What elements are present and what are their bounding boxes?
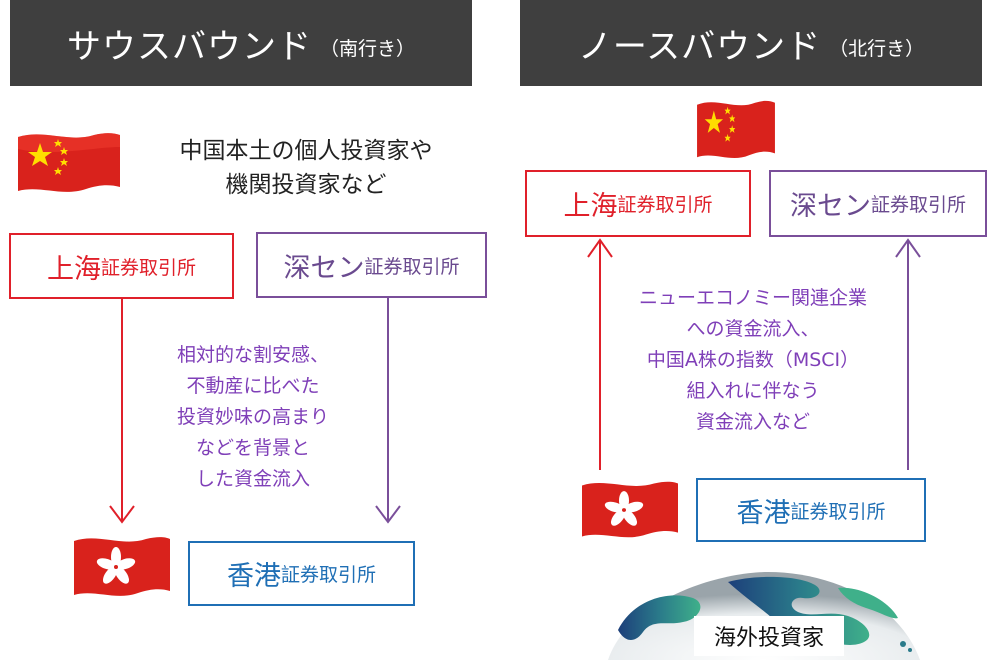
note-line: への資金流入、 bbox=[686, 318, 820, 340]
left-shanghai-exchange-box: 上海証券取引所 bbox=[9, 233, 234, 299]
southbound-reason-note: 相対的な割安感、 不動産に比べた 投資妙味の高まり などを背景と した資金流入 bbox=[140, 340, 366, 495]
right-shenzhen-exchange-box: 深セン証券取引所 bbox=[769, 170, 987, 237]
note-line: 中国A株の指数（MSCI） bbox=[646, 349, 860, 371]
shenzhen-name: 深セン bbox=[789, 191, 871, 222]
hongkong-flag-icon bbox=[74, 537, 170, 596]
exchange-suffix: 証券取引所 bbox=[790, 500, 886, 523]
exchange-suffix: 証券取引所 bbox=[100, 256, 196, 279]
southbound-header: サウスバウンド （南行き） bbox=[10, 0, 472, 86]
overseas-investors-label: 海外投資家 bbox=[694, 616, 844, 656]
northbound-header: ノースバウンド （北行き） bbox=[520, 0, 982, 86]
investor-line-2: 機関投資家など bbox=[225, 172, 387, 198]
right-hongkong-exchange-box: 香港証券取引所 bbox=[696, 478, 926, 542]
hongkong-flag-icon bbox=[582, 481, 678, 538]
note-line: した資金流入 bbox=[195, 468, 310, 490]
arrow-hongkong-to-shenzhen bbox=[895, 238, 921, 470]
southbound-title: サウスバウンド bbox=[66, 26, 312, 67]
note-line: 資金流入など bbox=[695, 411, 810, 433]
investor-line-1: 中国本土の個人投資家や bbox=[179, 138, 433, 164]
shenzhen-name: 深セン bbox=[283, 252, 365, 284]
northbound-subtitle: （北行き） bbox=[829, 37, 925, 60]
exchange-suffix: 証券取引所 bbox=[280, 564, 376, 586]
arrow-shanghai-to-hongkong bbox=[109, 299, 135, 524]
mainland-investors-label: 中国本土の個人投資家や 機関投資家など bbox=[136, 134, 476, 202]
arrow-hongkong-to-shanghai bbox=[587, 238, 613, 470]
exchange-suffix: 証券取引所 bbox=[617, 194, 713, 216]
shanghai-name: 上海 bbox=[563, 191, 618, 222]
china-flag-icon bbox=[697, 100, 775, 159]
china-flag-icon bbox=[18, 133, 120, 192]
exchange-suffix: 証券取引所 bbox=[364, 255, 460, 278]
note-line: 組入れに伴なう bbox=[686, 380, 820, 402]
shanghai-name: 上海 bbox=[46, 253, 101, 285]
left-shenzhen-exchange-box: 深セン証券取引所 bbox=[256, 232, 487, 298]
northbound-reason-note: ニューエコノミー関連企業 への資金流入、 中国A株の指数（MSCI） 組入れに伴… bbox=[612, 283, 894, 438]
left-hongkong-exchange-box: 香港証券取引所 bbox=[188, 541, 415, 606]
note-line: 不動産に比べた bbox=[186, 375, 320, 397]
northbound-title: ノースバウンド bbox=[577, 26, 822, 67]
exchange-suffix: 証券取引所 bbox=[870, 194, 966, 216]
southbound-subtitle: （南行き） bbox=[319, 37, 415, 60]
note-line: ニューエコノミー関連企業 bbox=[638, 287, 867, 309]
note-line: 投資妙味の高まり bbox=[176, 406, 329, 428]
right-shanghai-exchange-box: 上海証券取引所 bbox=[525, 170, 751, 237]
arrow-shenzhen-to-hongkong bbox=[375, 298, 401, 524]
hongkong-name: 香港 bbox=[736, 497, 791, 529]
note-line: などを背景と bbox=[195, 437, 310, 459]
note-line: 相対的な割安感、 bbox=[176, 344, 329, 366]
hongkong-name: 香港 bbox=[226, 561, 281, 592]
